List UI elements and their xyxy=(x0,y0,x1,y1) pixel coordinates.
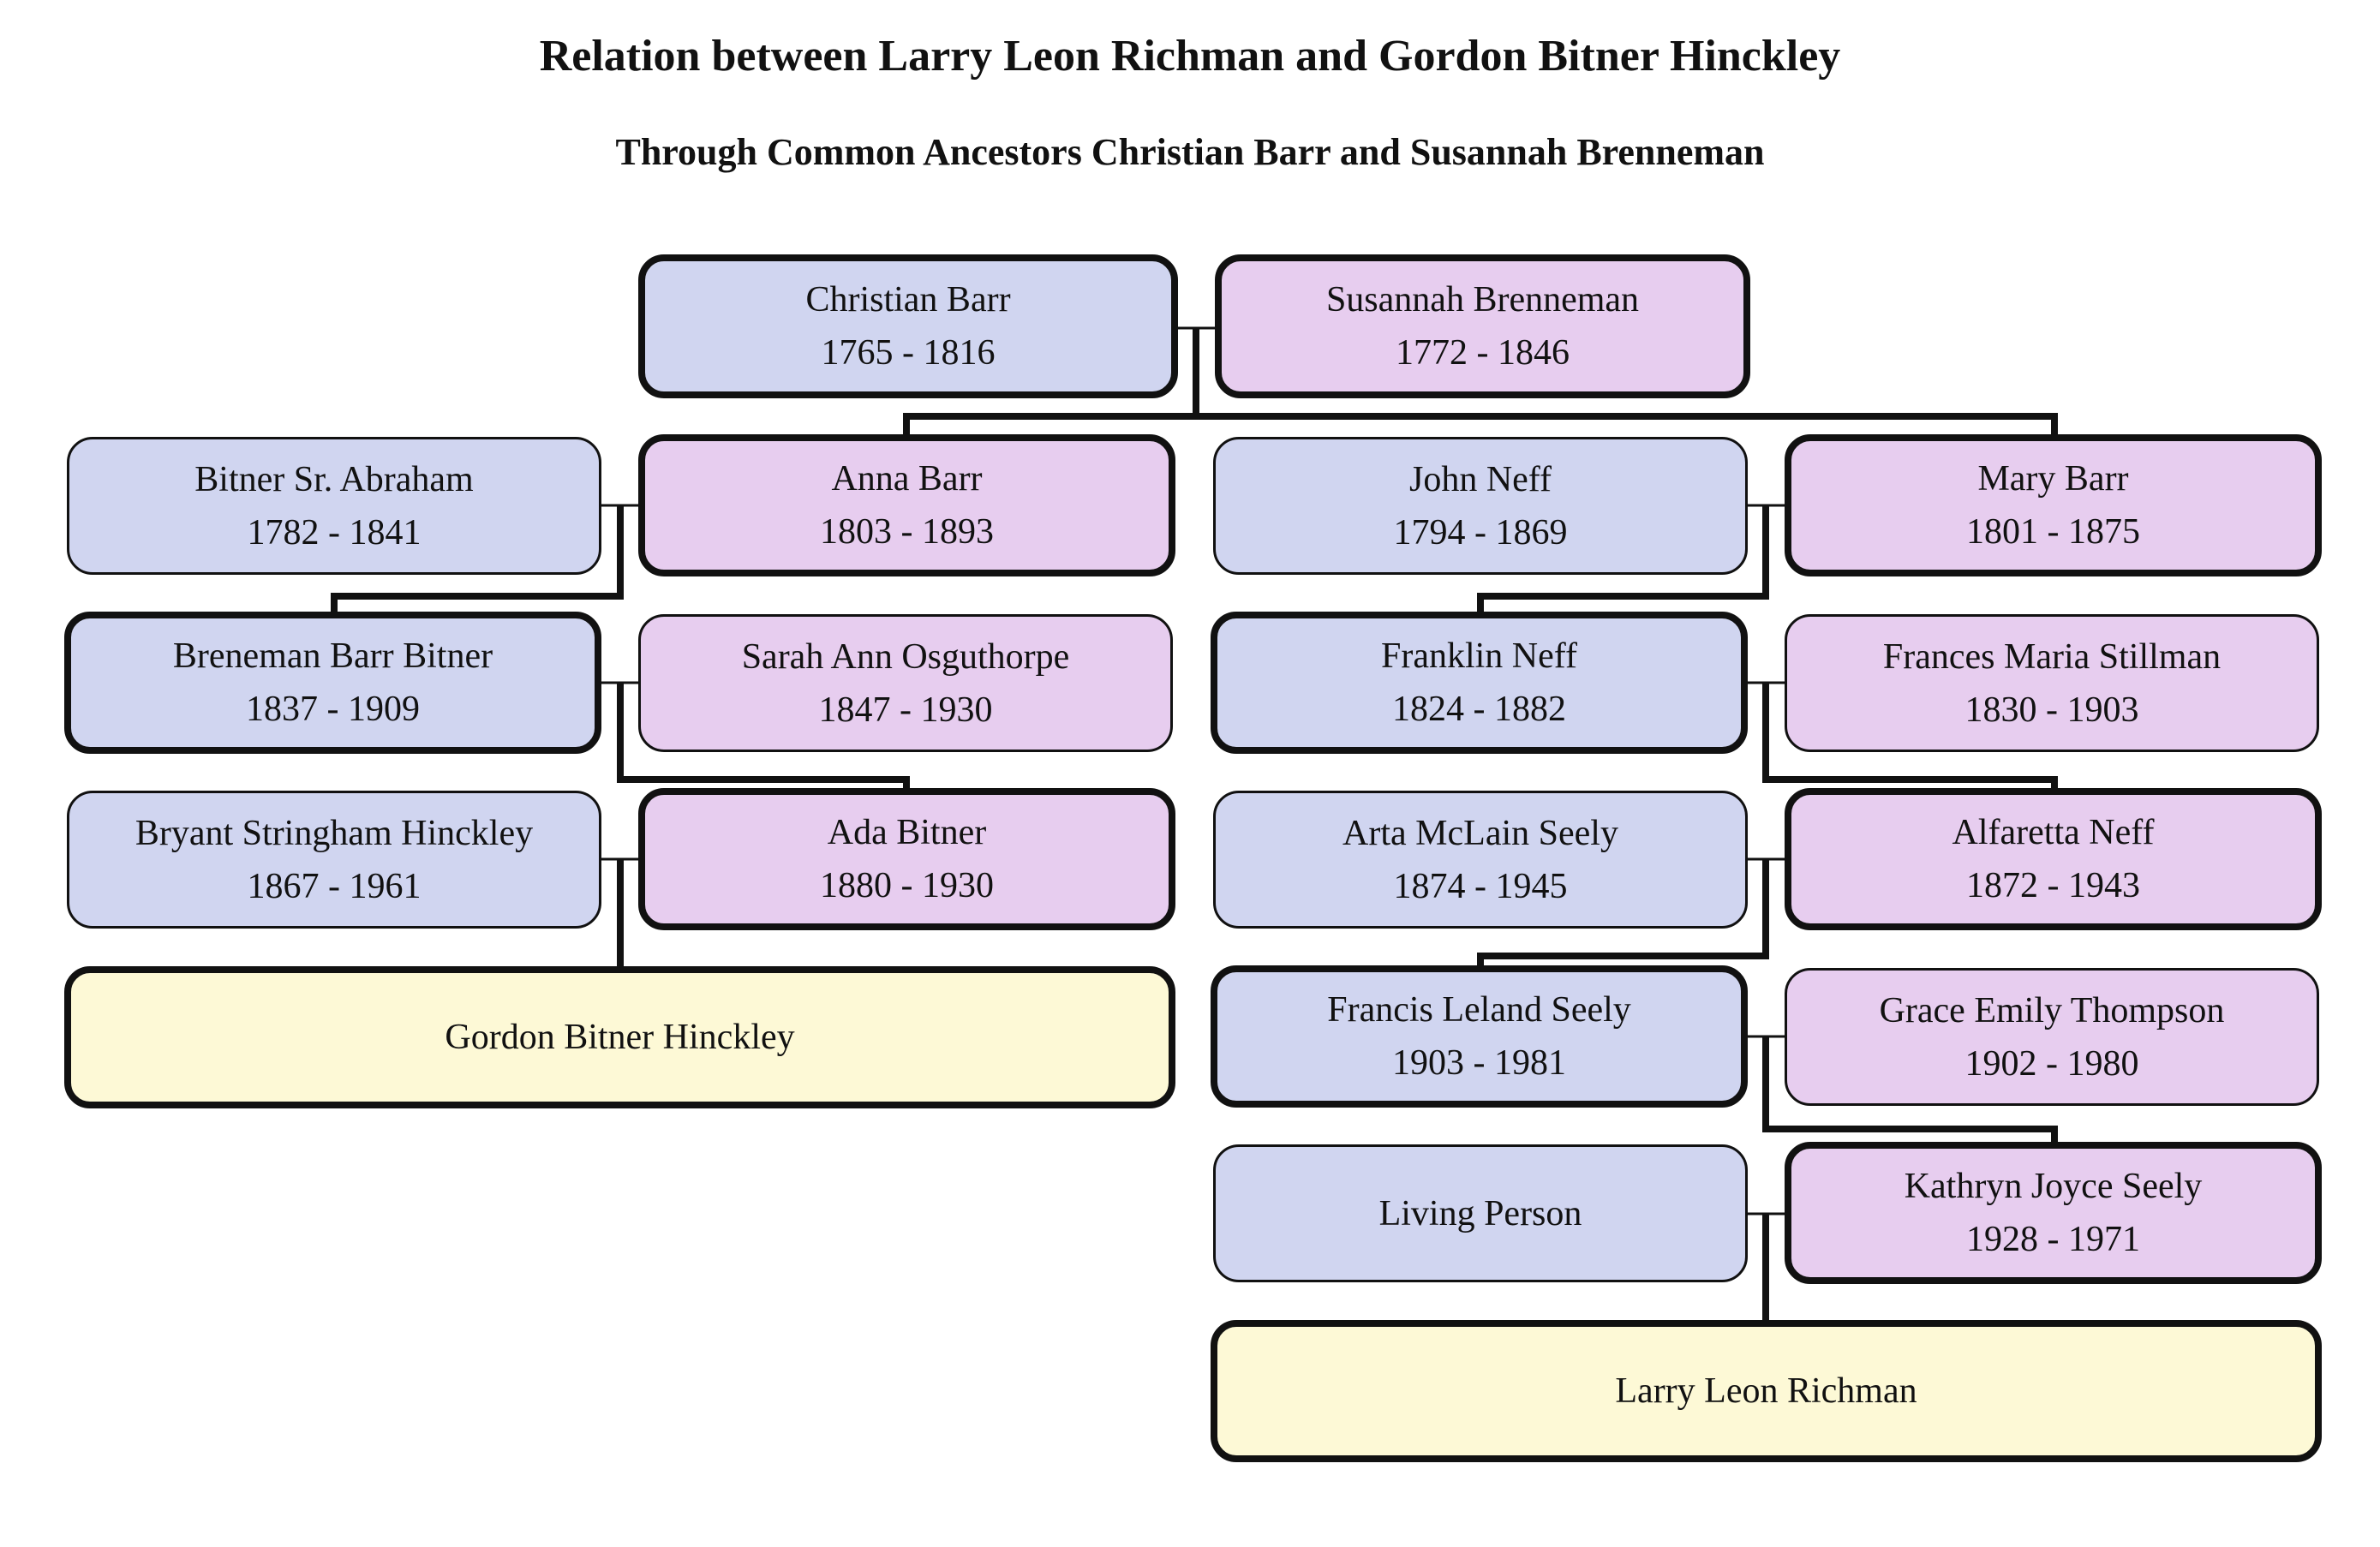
person-dates: 1902 - 1980 xyxy=(1964,1043,2139,1084)
person-box-john-neff[interactable]: John Neff 1794 - 1869 xyxy=(1213,437,1748,575)
person-dates: 1772 - 1846 xyxy=(1396,333,1570,373)
chart-subtitle: Through Common Ancestors Christian Barr … xyxy=(615,131,1765,173)
person-dates: 1824 - 1882 xyxy=(1392,690,1566,729)
person-name: Kathryn Joyce Seely xyxy=(1904,1167,2203,1206)
person-name: Gordon Bitner Hinckley xyxy=(445,1018,795,1057)
person-box-kathryn-joyce-seely[interactable]: Kathryn Joyce Seely 1928 - 1971 xyxy=(1785,1142,2322,1284)
person-dates: 1782 - 1841 xyxy=(247,512,422,552)
person-name: Francis Leland Seely xyxy=(1327,990,1631,1030)
person-box-gordon-bitner-hinckley[interactable]: Gordon Bitner Hinckley xyxy=(64,966,1175,1108)
person-name: Franklin Neff xyxy=(1380,636,1577,676)
person-box-franklin-neff[interactable]: Franklin Neff 1824 - 1882 xyxy=(1211,612,1748,754)
person-dates: 1794 - 1869 xyxy=(1393,512,1568,552)
person-name: Anna Barr xyxy=(831,459,983,499)
person-name: Grace Emily Thompson xyxy=(1879,990,2225,1030)
person-box-breneman-barr-bitner[interactable]: Breneman Barr Bitner 1837 - 1909 xyxy=(64,612,601,754)
person-dates: 1874 - 1945 xyxy=(1393,866,1568,906)
person-name: Sarah Ann Osguthorpe xyxy=(741,636,1070,677)
person-box-alfaretta-neff[interactable]: Alfaretta Neff 1872 - 1943 xyxy=(1785,788,2322,930)
person-name: Alfaretta Neff xyxy=(1952,813,2155,852)
person-name: Mary Barr xyxy=(1977,459,2129,499)
person-name: Living Person xyxy=(1378,1193,1582,1233)
person-dates: 1830 - 1903 xyxy=(1964,690,2139,730)
person-box-francis-leland-seely[interactable]: Francis Leland Seely 1903 - 1981 xyxy=(1211,965,1748,1108)
person-dates: 1765 - 1816 xyxy=(821,333,996,373)
person-dates: 1801 - 1875 xyxy=(1966,512,2140,552)
person-box-christian-barr[interactable]: Christian Barr 1765 - 1816 xyxy=(638,254,1178,398)
person-name: Susannah Brenneman xyxy=(1325,280,1640,320)
person-box-anna-barr[interactable]: Anna Barr 1803 - 1893 xyxy=(638,434,1175,576)
person-dates: 1837 - 1909 xyxy=(246,690,420,729)
person-name: Ada Bitner xyxy=(827,813,987,852)
person-name: Breneman Barr Bitner xyxy=(172,636,493,676)
person-dates: 1928 - 1971 xyxy=(1966,1220,2140,1259)
person-box-bryant-stringham-hinckley[interactable]: Bryant Stringham Hinckley 1867 - 1961 xyxy=(67,791,601,929)
person-name: John Neff xyxy=(1408,459,1552,499)
person-dates: 1872 - 1943 xyxy=(1966,866,2140,905)
person-box-susannah-brenneman[interactable]: Susannah Brenneman 1772 - 1846 xyxy=(1215,254,1750,398)
person-name: Arta McLain Seely xyxy=(1342,813,1618,853)
person-name: Frances Maria Stillman xyxy=(1882,636,2222,677)
person-box-sarah-ann-osguthorpe[interactable]: Sarah Ann Osguthorpe 1847 - 1930 xyxy=(638,614,1173,752)
person-box-frances-maria-stillman[interactable]: Frances Maria Stillman 1830 - 1903 xyxy=(1785,614,2319,752)
person-dates: 1903 - 1981 xyxy=(1392,1043,1566,1083)
person-box-ada-bitner[interactable]: Ada Bitner 1880 - 1930 xyxy=(638,788,1175,930)
person-name: Bitner Sr. Abraham xyxy=(194,459,474,499)
person-name: Christian Barr xyxy=(805,280,1011,320)
person-dates: 1867 - 1961 xyxy=(247,866,422,906)
person-dates: 1803 - 1893 xyxy=(820,512,994,552)
person-name: Larry Leon Richman xyxy=(1615,1371,1917,1411)
person-box-living-person[interactable]: Living Person xyxy=(1213,1144,1748,1282)
person-dates: 1880 - 1930 xyxy=(820,866,994,905)
person-box-larry-leon-richman[interactable]: Larry Leon Richman xyxy=(1211,1320,2322,1462)
person-box-arta-mclain-seely[interactable]: Arta McLain Seely 1874 - 1945 xyxy=(1213,791,1748,929)
person-box-bitner-sr-abraham[interactable]: Bitner Sr. Abraham 1782 - 1841 xyxy=(67,437,601,575)
person-name: Bryant Stringham Hinckley xyxy=(135,813,534,853)
person-box-mary-barr[interactable]: Mary Barr 1801 - 1875 xyxy=(1785,434,2322,576)
person-dates: 1847 - 1930 xyxy=(818,690,993,730)
person-box-grace-emily-thompson[interactable]: Grace Emily Thompson 1902 - 1980 xyxy=(1785,968,2319,1106)
chart-title: Relation between Larry Leon Richman and … xyxy=(539,32,1841,81)
